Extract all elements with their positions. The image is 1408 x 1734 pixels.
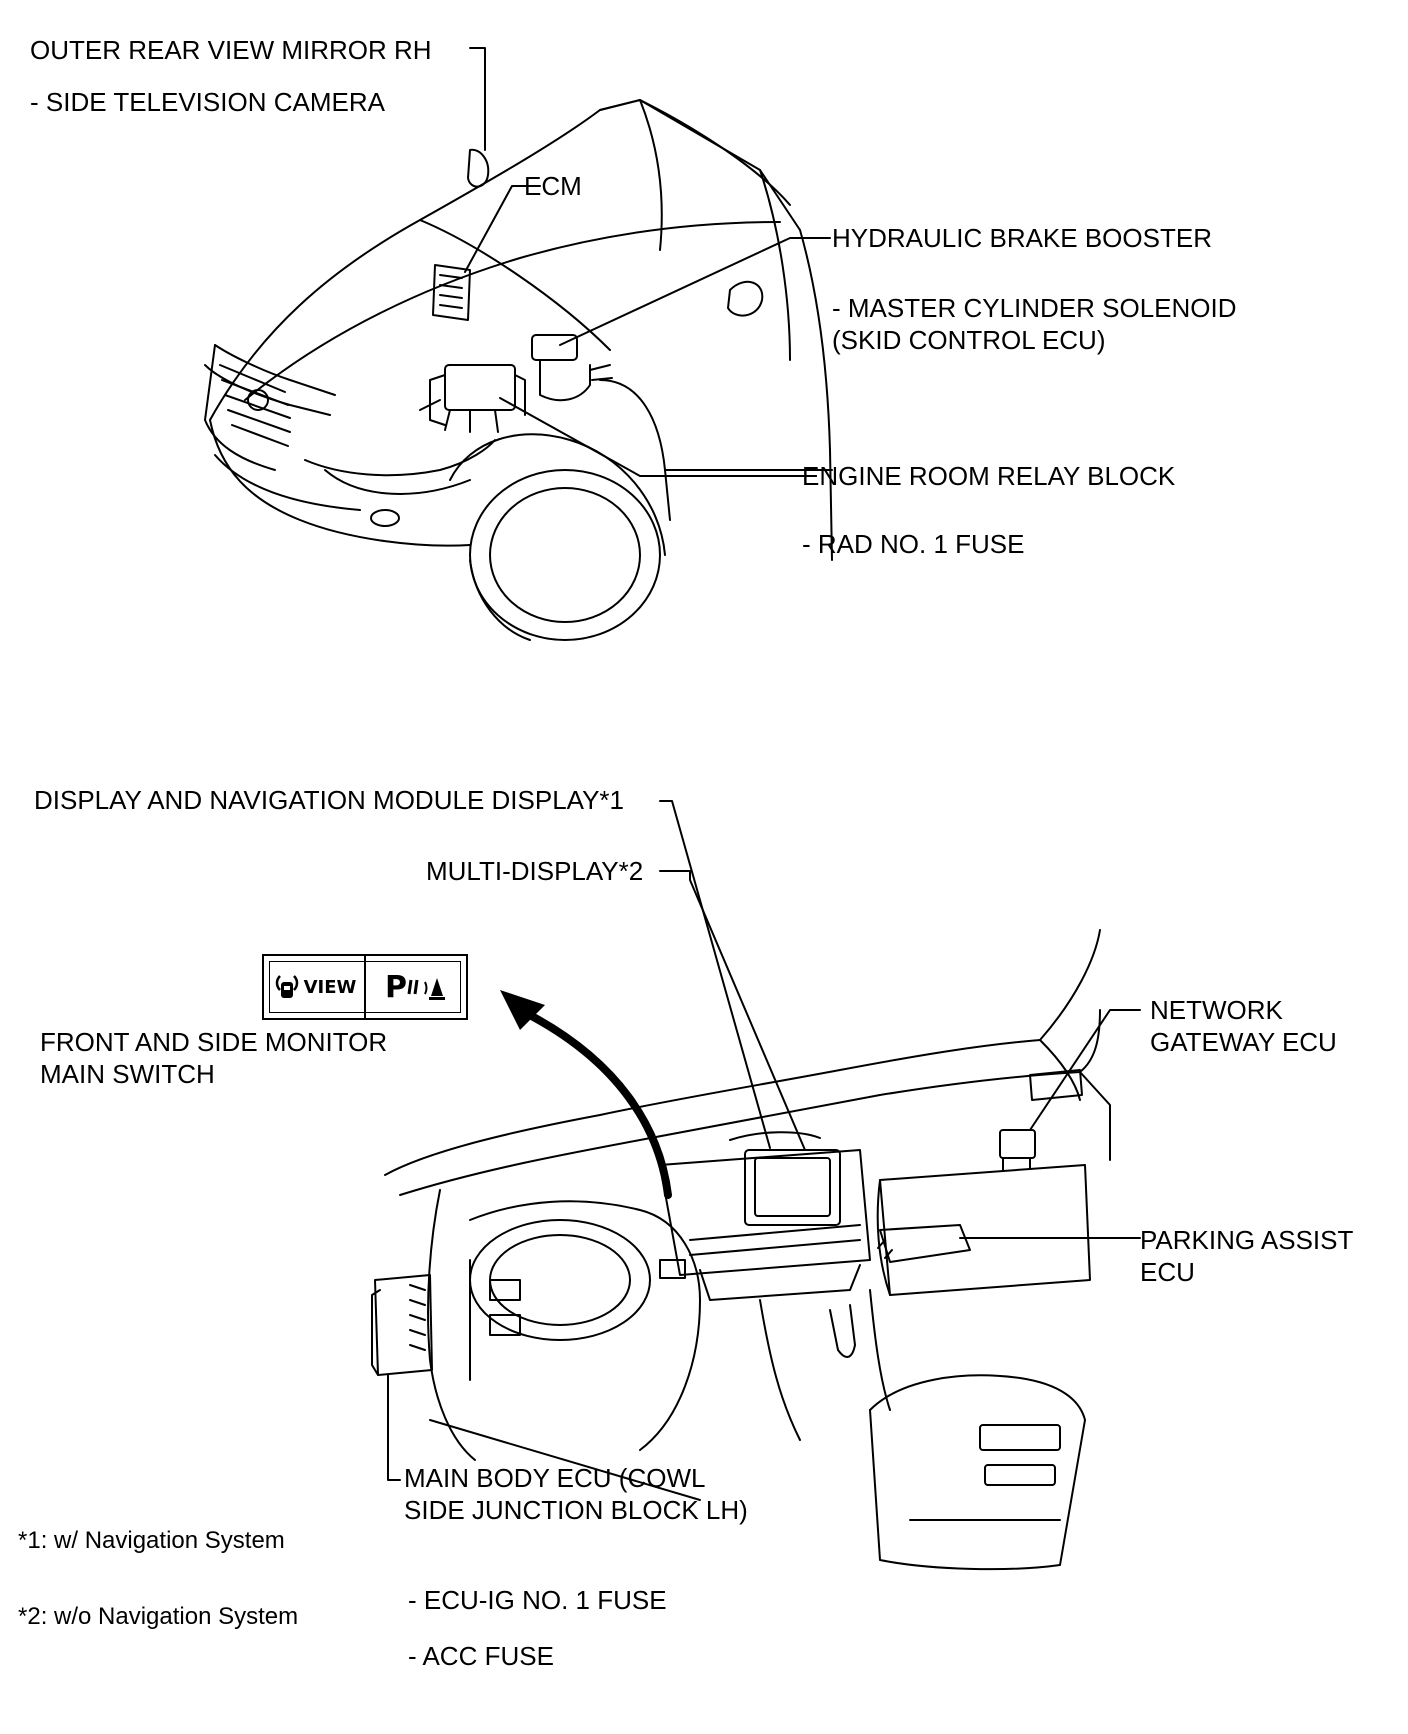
label-main-switch: MAIN SWITCH [40,1059,215,1089]
switch-parking-cell: P [364,956,466,1018]
label-rad-no1-fuse: - RAD NO. 1 FUSE [802,529,1025,559]
label-outer-rear-view-mirror: OUTER REAR VIEW MIRROR RH [30,35,432,65]
label-ecu-ig-fuse: - ECU-IG NO. 1 FUSE [408,1585,667,1615]
curved-arrow-icon [500,990,672,1199]
label-acc-fuse: - ACC FUSE [408,1641,554,1671]
label-skid-control-ecu: (SKID CONTROL ECU) [832,325,1106,355]
label-parking-assist-ecu: ECU [1140,1257,1195,1287]
label-gateway-ecu: GATEWAY ECU [1150,1027,1337,1057]
label-display-navigation-module: DISPLAY AND NAVIGATION MODULE DISPLAY*1 [34,785,624,815]
footnote-1: *1: w/ Navigation System [18,1527,285,1554]
label-network: NETWORK [1150,995,1283,1025]
switch-view-cell: VIEW [264,956,364,1018]
vehicle-front-illustration [204,99,833,641]
label-cowl-side-junction-block: SIDE JUNCTION BLOCK LH) [404,1495,748,1525]
parking-sensor-icon [407,978,445,1000]
switch-view-label: VIEW [303,976,357,998]
label-side-television-camera: - SIDE TELEVISION CAMERA [30,87,385,117]
label-hydraulic-brake-booster: HYDRAULIC BRAKE BOOSTER [832,223,1212,253]
label-ecm: ECM [524,171,582,201]
camera-view-icon [275,975,298,998]
label-parking-assist: PARKING ASSIST [1140,1225,1354,1255]
front-side-monitor-switch: VIEW P [262,954,468,1020]
label-multi-display: MULTI-DISPLAY*2 [426,856,644,886]
label-engine-room-relay-block: ENGINE ROOM RELAY BLOCK [802,461,1176,491]
dashboard-illustration [371,929,1111,1571]
footnote-2: *2: w/o Navigation System [18,1603,299,1630]
label-main-body-ecu: MAIN BODY ECU (COWL [404,1463,706,1493]
label-front-side-monitor: FRONT AND SIDE MONITOR [40,1027,388,1057]
switch-p-label: P [385,969,407,1005]
label-master-cylinder-solenoid: - MASTER CYLINDER SOLENOID [832,293,1237,323]
